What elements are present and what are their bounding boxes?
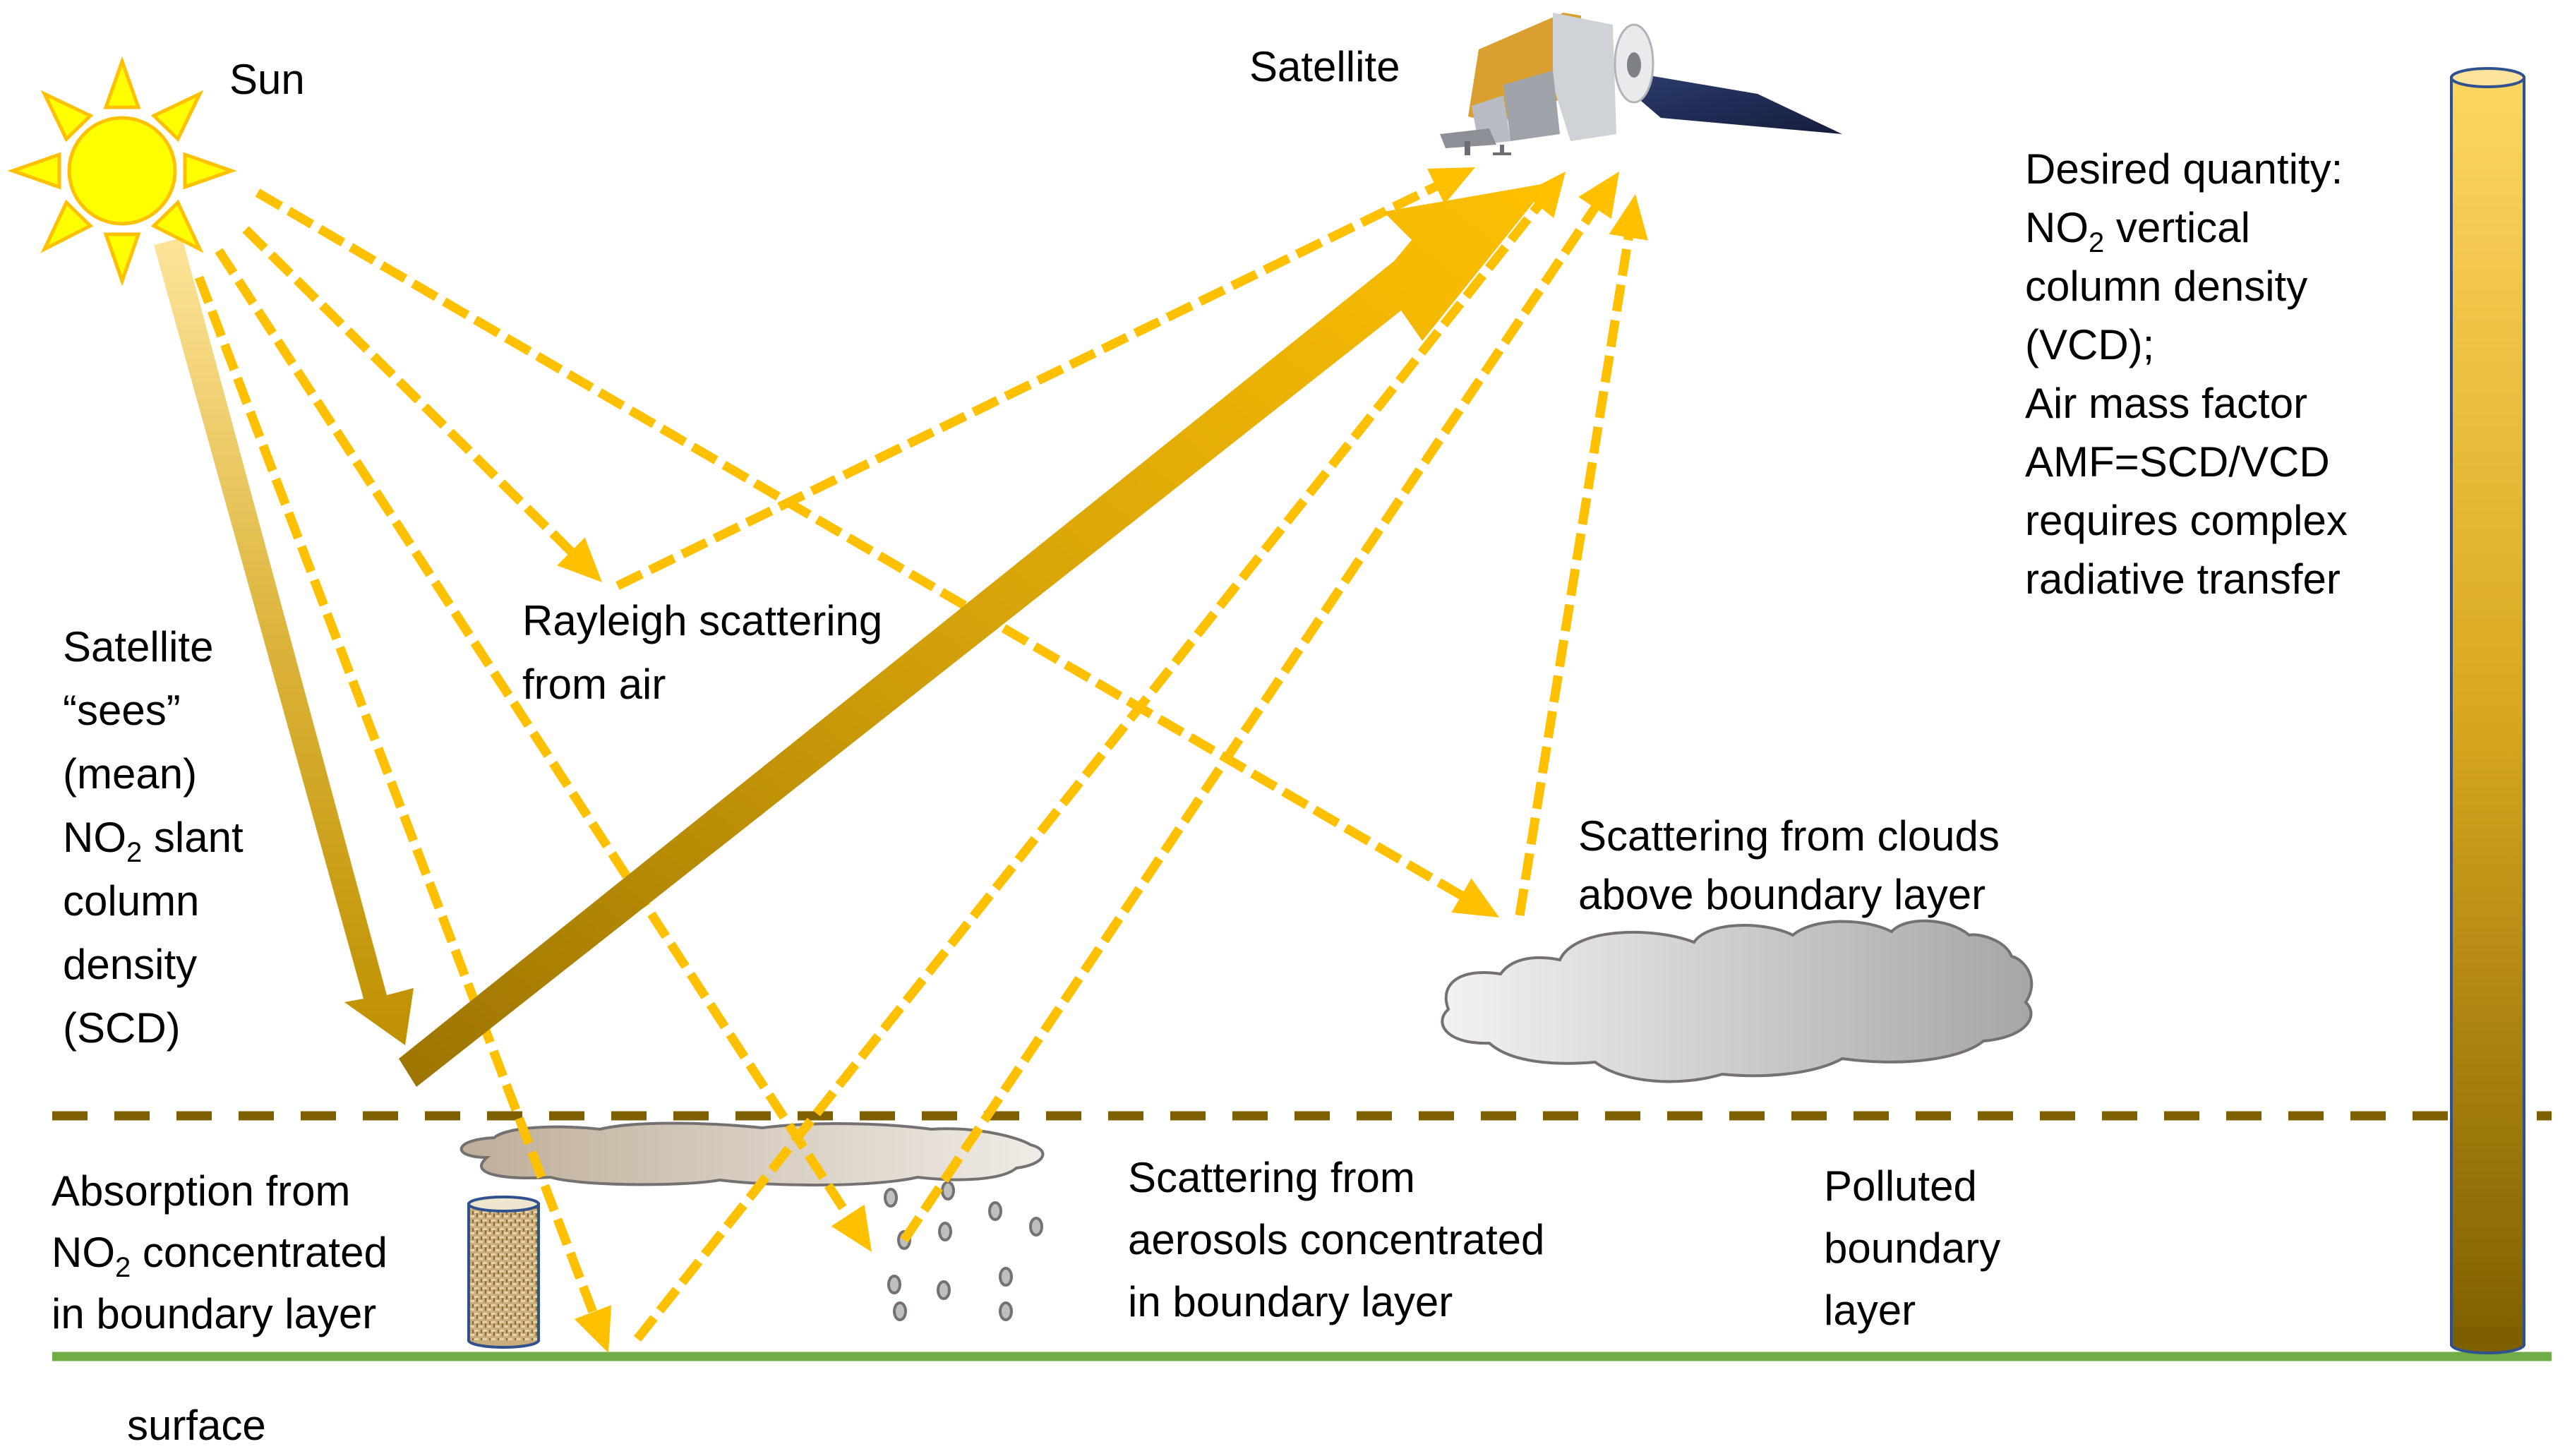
- arrowhead-icon: [574, 1305, 612, 1353]
- polluted-line-3: layer: [1824, 1287, 1916, 1334]
- polluted-line-1: Polluted: [1824, 1162, 1977, 1210]
- aerosol-particles-icon: [884, 1181, 1043, 1321]
- absorption-label: Absorption from NO2 concentrated in boun…: [52, 1167, 388, 1337]
- sees-line-1: Satellite: [63, 623, 213, 670]
- desired-line-7: requires complex: [2025, 497, 2348, 544]
- ground-to-satellite-ray-line: [633, 200, 1544, 1342]
- ground-to-satellite-ray: [633, 172, 1566, 1342]
- aerosol-particle: [999, 1301, 1013, 1321]
- sun-to-ground-ray: [194, 275, 612, 1353]
- vertical-column-icon: [2450, 67, 2525, 1354]
- aerosol-particle: [938, 1222, 952, 1241]
- desired-line-6: AMF=SCD/VCD: [2025, 438, 2330, 486]
- rayleigh-to-satellite-ray-line: [615, 181, 1441, 590]
- sees-line-2: “sees”: [63, 687, 181, 734]
- surface-label: surface: [127, 1402, 266, 1449]
- no2-column-icon: [467, 1196, 540, 1349]
- desired-line-5: Air mass factor: [2025, 380, 2307, 427]
- desired-line-1: Desired quantity:: [2025, 145, 2343, 193]
- desired-line-4: (VCD);: [2025, 321, 2154, 368]
- arrowhead-icon: [1578, 172, 1619, 219]
- aerosol-particle: [887, 1275, 901, 1294]
- desired-line-2: NO2 vertical: [2025, 204, 2250, 258]
- absorption-line-3: in boundary layer: [52, 1290, 376, 1337]
- sun-to-cloud-ray-line: [255, 188, 1467, 901]
- satellite-sees-label: Satellite “sees” (mean) NO2 slant column…: [63, 623, 244, 1052]
- sun-icon: [7, 56, 237, 287]
- aerosol-particle: [941, 1181, 955, 1201]
- polluted-label: Polluted boundary layer: [1824, 1162, 2000, 1334]
- aerosol-particle: [893, 1301, 907, 1321]
- sun-to-aerosol-ray-line: [215, 248, 853, 1220]
- aerosol-particle: [999, 1267, 1013, 1287]
- rayleigh-to-satellite-ray: [615, 167, 1475, 590]
- aerosol-particle: [988, 1201, 1002, 1221]
- aerosols-line-3: in boundary layer: [1128, 1278, 1453, 1325]
- rayleigh-line-2: from air: [522, 661, 666, 708]
- clouds-label: Scattering from clouds above boundary la…: [1578, 812, 2000, 918]
- cloud-to-satellite-ray: [1515, 194, 1648, 917]
- haze-cloud-icon: [459, 1121, 1045, 1187]
- desired-quantity-label: Desired quantity: NO2 vertical column de…: [2025, 145, 2348, 603]
- sun-to-rayleigh-ray: [242, 226, 602, 582]
- cloud-icon: [1441, 919, 2034, 1083]
- aerosol-particle: [884, 1188, 898, 1208]
- arrowhead-icon: [1522, 172, 1566, 218]
- aerosols-line-1: Scattering from: [1128, 1154, 1415, 1201]
- sun-label: Sun: [229, 56, 305, 103]
- aerosol-to-satellite-ray-line: [900, 203, 1601, 1243]
- sees-line-3: (mean): [63, 750, 197, 798]
- sun-to-rayleigh-ray-line: [242, 226, 577, 557]
- sun-to-aerosol-ray: [215, 248, 872, 1252]
- rayleigh-label: Rayleigh scattering from air: [522, 597, 882, 708]
- sun-to-ground-ray-line: [194, 275, 599, 1317]
- absorption-line-2: NO2 concentrated: [52, 1229, 388, 1283]
- absorption-line-1: Absorption from: [52, 1167, 351, 1215]
- arrowhead-icon: [831, 1204, 872, 1252]
- aerosol-to-satellite-ray: [900, 172, 1619, 1243]
- aerosol-particle: [1029, 1217, 1043, 1237]
- clouds-line-2: above boundary layer: [1578, 871, 1986, 918]
- satellite-icon: [1440, 13, 1842, 155]
- satellite-label: Satellite: [1249, 43, 1400, 90]
- sun-to-cloud-ray: [255, 188, 1499, 917]
- clouds-line-1: Scattering from clouds: [1578, 812, 2000, 860]
- slant-path-up-arrow: [399, 183, 1549, 1087]
- arrowhead-icon: [557, 537, 602, 582]
- aerosols-line-2: aerosols concentrated: [1128, 1216, 1544, 1263]
- polluted-line-2: boundary: [1824, 1225, 2000, 1272]
- aerosol-particle: [937, 1280, 951, 1300]
- sees-line-6: density: [63, 941, 197, 988]
- arrowhead-icon: [1427, 167, 1475, 205]
- light-paths: [194, 167, 1648, 1353]
- desired-line-3: column density: [2025, 263, 2307, 310]
- slant-path-down-arrow: [154, 238, 414, 1045]
- arrowhead-icon: [1451, 878, 1499, 917]
- sees-line-4: NO2 slant: [63, 814, 244, 868]
- desired-line-8: radiative transfer: [2025, 555, 2341, 603]
- cloud-to-satellite-ray-line: [1515, 234, 1634, 917]
- sees-line-7: (SCD): [63, 1004, 181, 1052]
- arrowhead-icon: [1609, 194, 1648, 241]
- sees-line-5: column: [63, 877, 199, 925]
- rayleigh-line-1: Rayleigh scattering: [522, 597, 882, 644]
- aerosols-label: Scattering from aerosols concentrated in…: [1128, 1154, 1544, 1325]
